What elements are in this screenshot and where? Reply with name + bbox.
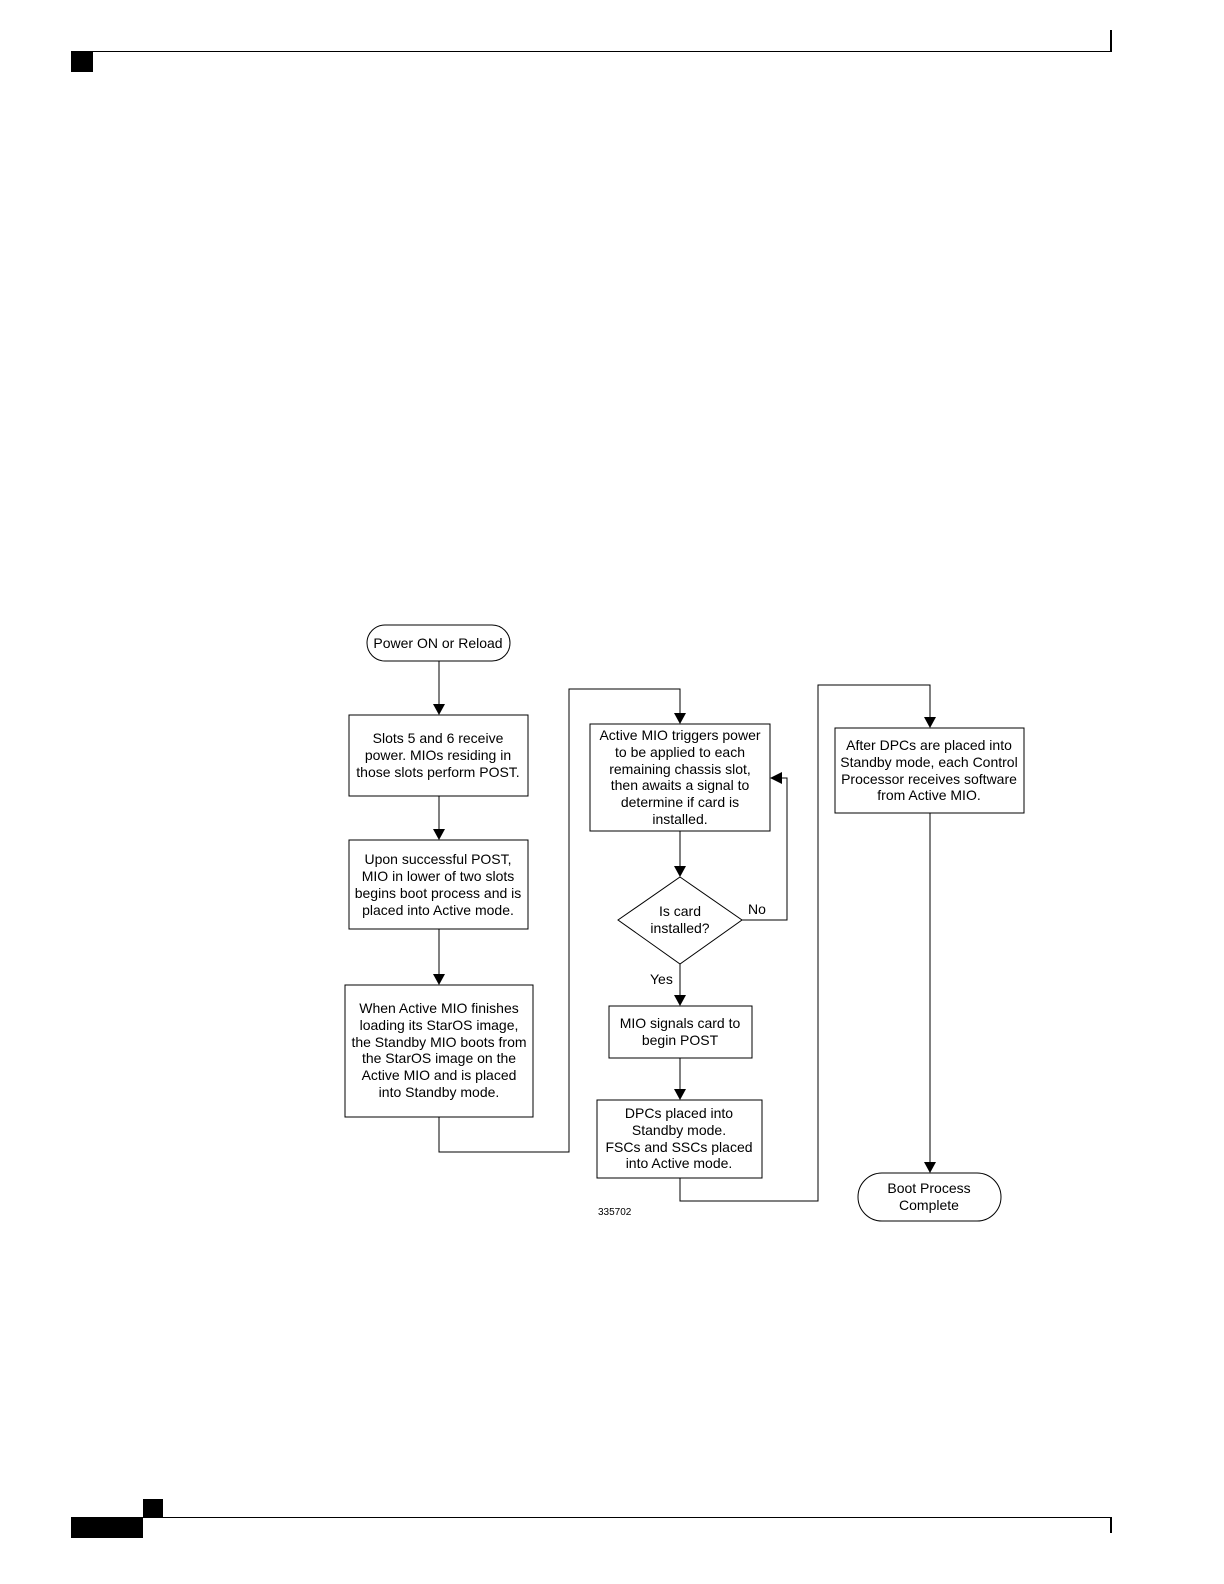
arrowhead-s4 xyxy=(674,713,686,724)
arrowhead-s7 xyxy=(924,717,936,728)
s4-line-4: then awaits a signal to xyxy=(611,777,750,793)
s4-line-2: to be applied to each xyxy=(615,744,745,760)
s7-line-2: Standby mode, each Control xyxy=(840,754,1017,770)
s5-line-2: begin POST xyxy=(642,1032,719,1048)
process-box-s6 xyxy=(596,1099,763,1179)
s4-line-6: installed. xyxy=(652,811,707,827)
s2-line-2: MIO in lower of two slots xyxy=(362,868,515,884)
s6-line-1: DPCs placed into xyxy=(625,1105,733,1121)
footer-small-block xyxy=(143,1499,163,1518)
s2-line-1: Upon successful POST, xyxy=(364,851,511,867)
s7-line-3: Processor receives software xyxy=(841,771,1017,787)
s7-line-1: After DPCs are placed into xyxy=(846,737,1012,753)
d1-line-1: Is card xyxy=(659,903,701,919)
footer-left-block xyxy=(71,1518,143,1538)
s3-line-5: Active MIO and is placed xyxy=(362,1067,517,1083)
node-d1: Is card installed? xyxy=(617,876,743,965)
s3-line-3: the Standby MIO boots from xyxy=(351,1034,526,1050)
s1-line-1: Slots 5 and 6 receive xyxy=(373,730,504,746)
decision-diamond xyxy=(617,876,743,965)
s3-line-1: When Active MIO finishes xyxy=(359,1000,519,1016)
arrowhead-d1 xyxy=(674,866,686,877)
s6-line-3: FSCs and SSCs placed xyxy=(605,1139,752,1155)
arrowhead-s3 xyxy=(433,974,445,985)
node-end: Boot Process Complete xyxy=(857,1172,1002,1222)
node-s7: After DPCs are placed into Standby mode,… xyxy=(834,727,1025,814)
header-rule xyxy=(71,51,1112,52)
node-start: Power ON or Reload xyxy=(366,624,511,662)
s4-line-3: remaining chassis slot, xyxy=(609,761,751,777)
edge-label-yes: Yes xyxy=(650,971,673,987)
s3-line-4: the StarOS image on the xyxy=(362,1050,516,1066)
node-s2: Upon successful POST, MIO in lower of tw… xyxy=(348,839,529,930)
process-box-s2 xyxy=(348,839,529,930)
s3-line-6: into Standby mode. xyxy=(379,1084,500,1100)
arrowhead-s2 xyxy=(433,829,445,840)
node-s4: Active MIO triggers power to be applied … xyxy=(589,723,771,832)
edge-s6-s7 xyxy=(679,684,931,1202)
process-box-s3 xyxy=(344,984,534,1118)
arrowhead-s5 xyxy=(674,995,686,1006)
node-s3: When Active MIO finishes loading its Sta… xyxy=(344,984,534,1118)
edge-label-no: No xyxy=(748,901,766,917)
edge-d1-no xyxy=(742,777,788,921)
arrowhead-s1 xyxy=(433,704,445,715)
s2-line-3: begins boot process and is xyxy=(355,885,522,901)
d1-line-2: installed? xyxy=(650,920,709,936)
process-box-s1 xyxy=(348,714,529,797)
s3-line-2: loading its StarOS image, xyxy=(360,1017,519,1033)
end-line-1: Boot Process xyxy=(887,1180,970,1196)
s1-line-3: those slots perform POST. xyxy=(356,764,519,780)
arrowhead-no xyxy=(770,772,782,784)
s6-line-2: Standby mode. xyxy=(632,1122,726,1138)
header-right-tick xyxy=(1110,30,1112,52)
s7-line-4: from Active MIO. xyxy=(877,787,980,803)
s4-line-5: determine if card is xyxy=(621,794,739,810)
process-box-s4 xyxy=(589,723,771,832)
node-s6: DPCs placed into Standby mode. FSCs and … xyxy=(596,1099,763,1179)
node-s1: Slots 5 and 6 receive power. MIOs residi… xyxy=(348,714,529,797)
terminator-end xyxy=(857,1172,1002,1222)
end-line-2: Complete xyxy=(899,1197,959,1213)
terminator-start xyxy=(366,624,511,662)
s4-line-1: Active MIO triggers power xyxy=(599,727,760,743)
figure-id: 335702 xyxy=(598,1207,632,1218)
process-box-s7 xyxy=(834,727,1025,814)
process-box-s5 xyxy=(608,1005,753,1059)
s5-line-1: MIO signals card to xyxy=(620,1015,741,1031)
s6-line-4: into Active mode. xyxy=(626,1155,733,1171)
start-line-1: Power ON or Reload xyxy=(373,635,502,651)
s1-line-2: power. MIOs residing in xyxy=(365,747,511,763)
node-s5: MIO signals card to begin POST xyxy=(608,1005,753,1059)
footer-right-tick xyxy=(1110,1517,1112,1533)
s2-line-4: placed into Active mode. xyxy=(362,902,514,918)
header-left-block xyxy=(71,52,93,72)
footer-rule xyxy=(71,1517,1112,1518)
arrowhead-s6 xyxy=(674,1089,686,1100)
arrowhead-end xyxy=(924,1162,936,1173)
edge-s3-s4 xyxy=(438,688,681,1153)
